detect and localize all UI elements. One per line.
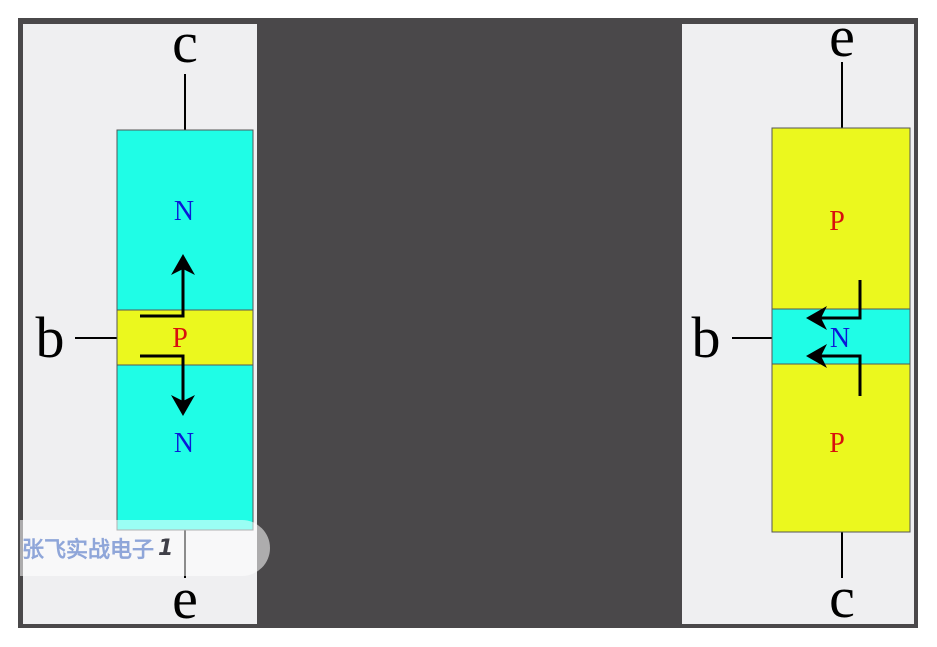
pnp-lower-arrow	[806, 344, 862, 396]
npn-down-arrow	[140, 354, 195, 416]
pnp-bottom-region-label: P	[829, 428, 845, 459]
npn-emitter-label: e	[172, 566, 198, 631]
watermark-suffix: 1	[158, 535, 174, 561]
pnp-bottom-p-region	[771, 363, 911, 533]
npn-bottom-region-label: N	[174, 428, 194, 459]
npn-top-n-region	[116, 129, 254, 311]
watermark-text: 张飞实战电子	[22, 538, 155, 563]
npn-collector-label: c	[172, 10, 198, 75]
npn-middle-region-label: P	[172, 323, 188, 354]
npn-middle-p-region	[116, 309, 254, 366]
pnp-top-region-label: P	[829, 206, 845, 237]
npn-base-label: b	[36, 305, 65, 370]
npn-bottom-n-region	[116, 364, 254, 531]
pnp-collector-label: c	[829, 565, 855, 630]
watermark: 张飞实战电子 1	[20, 520, 270, 576]
pnp-emitter-label: e	[829, 4, 855, 69]
npn-up-arrow	[140, 254, 195, 318]
npn-top-region-label: N	[174, 196, 194, 227]
pnp-top-p-region	[771, 127, 911, 310]
pnp-upper-arrow	[806, 280, 862, 330]
pnp-base-label: b	[692, 305, 721, 370]
pnp-middle-region-label: N	[830, 323, 850, 354]
